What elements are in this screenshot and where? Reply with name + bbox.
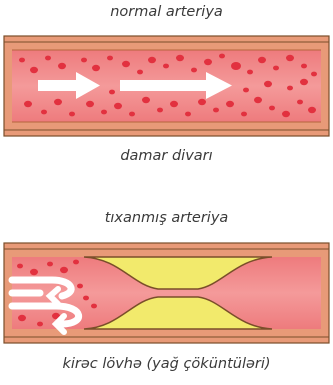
blood-cell (311, 72, 317, 77)
blood-cell (69, 112, 75, 117)
blood-cell (47, 262, 53, 267)
blood-cell (54, 99, 62, 105)
blood-cell (17, 264, 23, 269)
blood-cell (24, 101, 32, 107)
blood-cell (157, 108, 163, 113)
blood-cell (86, 101, 94, 107)
blood-cell (231, 62, 241, 70)
blood-cell (41, 110, 47, 115)
blood-cell (122, 61, 130, 67)
blood-cell (226, 101, 234, 107)
blood-cell (286, 55, 294, 61)
blood-cell (198, 99, 206, 105)
blood-cell (258, 57, 266, 63)
blood-cell (58, 63, 66, 69)
blood-cell (191, 68, 197, 73)
blood-cell (19, 58, 25, 63)
blood-cell (60, 267, 68, 273)
blood-cell (204, 59, 212, 65)
blood-cell (83, 296, 89, 301)
blood-cell (213, 108, 219, 113)
blood-cell (101, 110, 107, 115)
blood-cell (37, 322, 43, 327)
blood-cell (18, 315, 26, 321)
blood-cell (247, 70, 253, 75)
blood-cell (114, 103, 122, 109)
blood-cell (185, 112, 191, 117)
blood-cell (301, 64, 307, 69)
blood-cell (297, 100, 303, 105)
blood-cell (137, 70, 143, 75)
blood-cell (163, 64, 169, 69)
blood-cell (170, 101, 178, 107)
blood-cell (264, 81, 272, 87)
normal-artery (4, 36, 329, 136)
blood-cell (81, 58, 87, 63)
blood-cell (300, 79, 308, 85)
blood-cell (269, 106, 275, 111)
blood-cell (254, 97, 262, 103)
blood-cell (273, 66, 279, 71)
blood-cell (142, 97, 150, 103)
blood-cell (30, 67, 38, 73)
blood-cell (148, 57, 156, 63)
blood-cell (77, 284, 83, 289)
blood-cell (109, 90, 115, 95)
blood-cell (92, 65, 100, 71)
blood-cell (287, 86, 293, 91)
blood-cell (176, 55, 184, 61)
blood-cell (73, 260, 79, 265)
blood-cell (129, 112, 135, 117)
blood-cell (219, 54, 225, 59)
blood-cell (243, 88, 249, 93)
blood-cell (241, 112, 247, 117)
blood-cell (308, 107, 316, 113)
blood-cell (107, 56, 113, 61)
blocked-artery (4, 243, 329, 343)
blood-cell (91, 304, 97, 309)
blood-cell (45, 56, 51, 61)
blood-cell (282, 111, 290, 117)
blood-cell (30, 269, 38, 275)
